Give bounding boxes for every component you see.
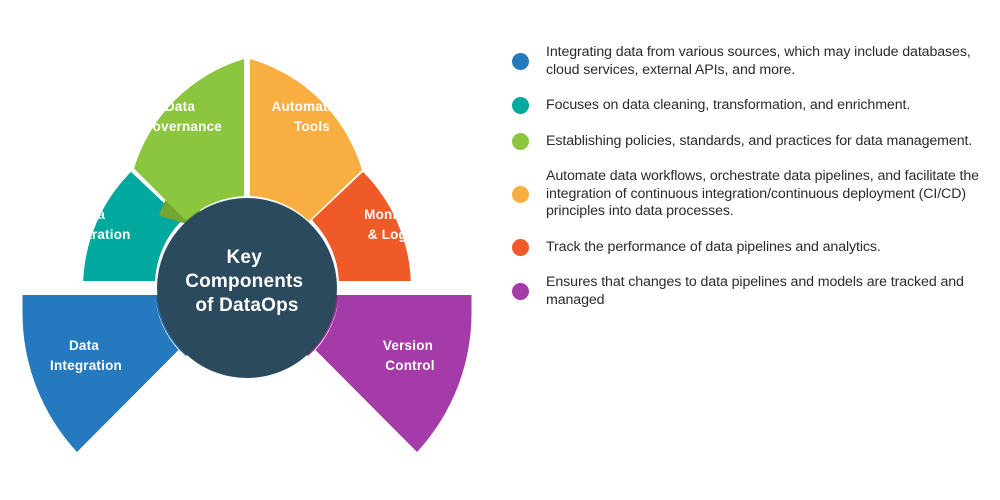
segment-label-line: Data [69, 338, 99, 353]
legend-bullet-wrap [512, 97, 546, 115]
center-title-line: of DataOps [195, 295, 298, 316]
center-title: Key Components of DataOps [185, 247, 309, 316]
legend-bullet-wrap [512, 185, 546, 203]
center-title-line: Key [227, 247, 263, 268]
segment-label-data-preparation: Data Preparation [53, 207, 130, 242]
legend-text: Automate data workflows, orchestrate dat… [546, 168, 979, 219]
legend-bullet-icon [512, 283, 529, 300]
segment-label-line: Monitoring [364, 207, 436, 222]
segment-label-data-governance: Data Governance [142, 99, 222, 134]
segment-automation-tools[interactable]: Automation Tools [250, 59, 362, 221]
legend-item-data-integration[interactable]: Integrating data from various sources, w… [512, 44, 992, 79]
legend-text: Integrating data from various sources, w… [546, 44, 971, 78]
dataops-donut-diagram: Data Preparation Data Governance Automat… [22, 59, 472, 452]
segment-data-preparation[interactable]: Data Preparation [53, 171, 182, 281]
legend-text: Ensures that changes to data pipelines a… [546, 274, 964, 308]
segment-shape-version-control [315, 295, 472, 452]
segment-label-line: Version [383, 338, 433, 353]
legend-bullet-icon [512, 132, 529, 150]
segment-label-line: Preparation [53, 227, 130, 242]
segment-label-line: & Logging [368, 227, 437, 242]
legend-bullet-wrap [512, 132, 546, 150]
segment-label-line: Governance [142, 119, 222, 134]
legend-bullet-wrap [512, 53, 546, 70]
segment-label-line: Automation [272, 99, 349, 114]
center-circle[interactable] [157, 198, 337, 378]
segment-label-line: Data [165, 99, 195, 114]
donut-svg: Data Preparation Data Governance Automat… [22, 59, 472, 452]
legend-text: Focuses on data cleaning, transformation… [546, 97, 911, 113]
segment-shape-monitoring-logging [312, 171, 411, 281]
legend-item-monitoring-logging[interactable]: Track the performance of data pipelines … [512, 239, 992, 257]
legend-item-data-preparation[interactable]: Focuses on data cleaning, transformation… [512, 97, 992, 115]
center-title-line: Components [185, 271, 303, 292]
segment-label-monitoring-logging: Monitoring & Logging [364, 207, 440, 242]
legend-bullet-wrap [512, 283, 546, 300]
segment-shape-automation-tools [250, 59, 362, 221]
segment-data-governance[interactable]: Data Governance [134, 59, 244, 226]
segment-label-line: Data [75, 207, 105, 222]
segment-monitoring-logging[interactable]: Monitoring & Logging [312, 171, 440, 281]
legend-item-automation-tools[interactable]: Automate data workflows, orchestrate dat… [512, 168, 992, 221]
segment-label-line: Tools [294, 119, 330, 134]
legend-item-data-governance[interactable]: Establishing policies, standards, and pr… [512, 133, 992, 151]
legend-text: Track the performance of data pipelines … [546, 238, 881, 255]
segment-label-automation-tools: Automation Tools [272, 99, 353, 134]
segment-label-line: Control [385, 358, 434, 373]
segment-shape-data-governance [134, 59, 244, 221]
legend-bullet-icon [512, 97, 529, 115]
legend-bullet-icon [512, 185, 529, 203]
legend-item-version-control[interactable]: Ensures that changes to data pipelines a… [512, 274, 992, 309]
segment-label-line: Integration [50, 358, 122, 373]
segment-shape-data-integration [22, 295, 179, 452]
segment-label-data-integration: Data Integration [50, 338, 122, 373]
legend-bullet-icon [512, 53, 529, 70]
legend: Integrating data from various sources, w… [512, 44, 992, 309]
legend-bullet-icon [512, 238, 529, 256]
segment-label-version-control: Version Control [383, 338, 437, 373]
legend-bullet-wrap [512, 238, 546, 256]
segment-shape-data-preparation [83, 171, 182, 281]
legend-text: Establishing policies, standards, and pr… [546, 132, 973, 149]
